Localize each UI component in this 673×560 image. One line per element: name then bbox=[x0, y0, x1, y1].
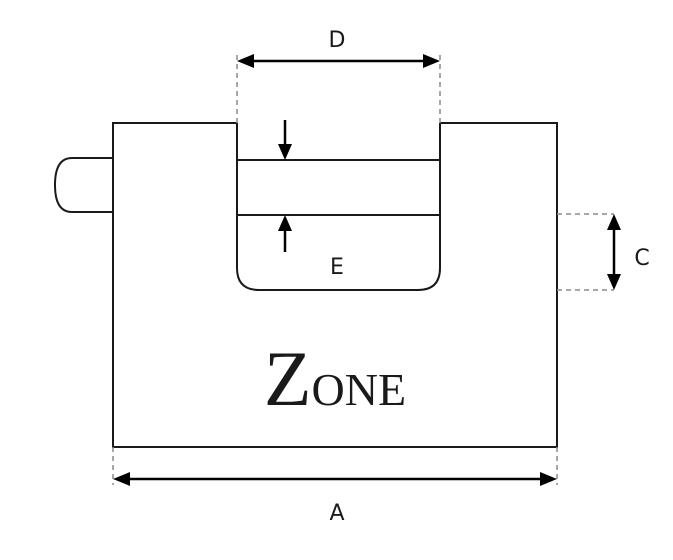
label-a: A bbox=[329, 501, 344, 526]
label-c: C bbox=[634, 246, 649, 271]
label-d: D bbox=[329, 28, 346, 53]
brand-initial: Z bbox=[264, 335, 312, 422]
dimension-d-arrow bbox=[237, 54, 440, 68]
lock-body-outline bbox=[112, 122, 558, 448]
dimension-e-arrows bbox=[278, 120, 292, 252]
brand-rest: ONE bbox=[312, 364, 407, 415]
shackle-slot bbox=[236, 123, 441, 291]
left-plunger bbox=[53, 157, 113, 213]
brand-logo: ZONE bbox=[264, 335, 406, 422]
dimension-c-arrow bbox=[607, 214, 621, 290]
dimension-a-arrow bbox=[113, 472, 557, 486]
right-pin-dashed-outline bbox=[557, 213, 614, 291]
label-e: E bbox=[330, 255, 344, 280]
